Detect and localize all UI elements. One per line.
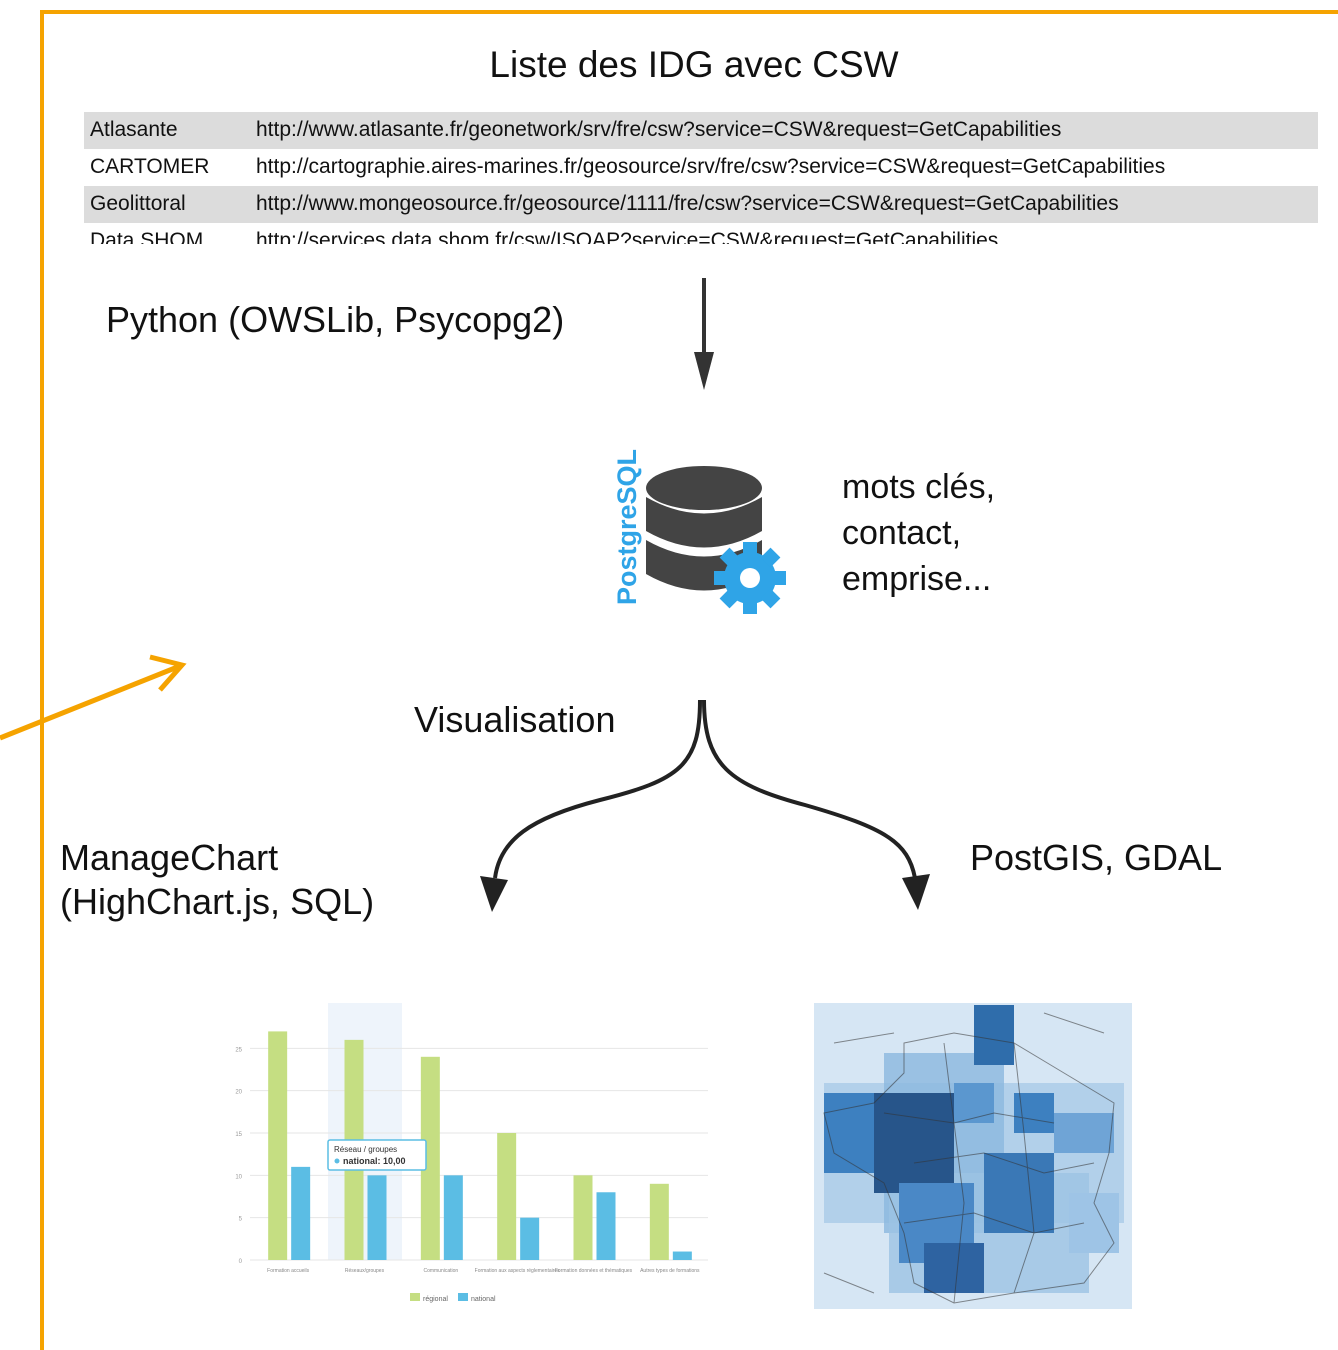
python-step-label: Python (OWSLib, Psycopg2): [106, 299, 565, 340]
x-category-label: Formation données et thématiques: [555, 1268, 633, 1274]
diagram-title: Liste des IDG avec CSW: [489, 44, 899, 85]
x-category-label: Formation aux aspects réglementaires: [475, 1268, 561, 1274]
down-arrow: [694, 278, 714, 390]
chart-legend: régional national: [410, 1293, 496, 1303]
y-tick-label: 20: [235, 1090, 242, 1096]
postgis-label: PostGIS, GDAL: [970, 837, 1223, 878]
visualisation-label: Visualisation: [414, 699, 616, 740]
y-tick-label: 0: [239, 1259, 243, 1265]
y-tick-label: 25: [235, 1047, 242, 1053]
bar-régional[interactable]: [497, 1133, 517, 1260]
postgresql-logo-text: PostgreSQL: [612, 449, 642, 605]
chart-highlight-band: [328, 1003, 402, 1260]
chart-tooltip: Réseau / groupes national: 10,00: [327, 1139, 427, 1171]
bar-national[interactable]: [672, 1251, 692, 1260]
bar-national[interactable]: [443, 1175, 463, 1260]
x-category-label: Communication: [423, 1268, 458, 1274]
x-category-label: Réseaux/groupes: [345, 1268, 385, 1274]
left-arrowhead: [480, 876, 508, 912]
bar-national[interactable]: [291, 1166, 311, 1260]
orange-pointer-arrow: [0, 654, 187, 741]
orange-frame: [40, 10, 1338, 1350]
tooltip-title: Réseau / groupes: [334, 1145, 397, 1154]
db-fields: mots clés, contact, emprise...: [842, 464, 995, 602]
x-category-label: Formation accueils: [267, 1268, 309, 1274]
bar-régional[interactable]: [268, 1031, 288, 1260]
y-tick-label: 5: [239, 1217, 243, 1223]
db-field-extent: emprise...: [842, 560, 992, 598]
y-tick-label: 10: [235, 1174, 242, 1180]
db-field-keywords: mots clés,: [842, 468, 996, 506]
gear-icon: [714, 542, 786, 614]
bar-national[interactable]: [520, 1217, 540, 1260]
legend-regional: régional: [423, 1296, 448, 1303]
y-tick-label: 15: [235, 1132, 242, 1138]
x-category-label: Autres types de formations: [640, 1268, 700, 1274]
bar-national[interactable]: [596, 1192, 616, 1260]
coverage-map: [814, 1003, 1132, 1309]
bar-régional[interactable]: [649, 1183, 669, 1260]
bar-national[interactable]: [367, 1175, 387, 1260]
bar-chart: 0 5 10 15 20 25 Formation accueils Réseaux/gro…: [235, 1003, 708, 1303]
db-field-contact: contact,: [842, 514, 962, 552]
legend-national: national: [471, 1296, 496, 1303]
map-boundaries: [823, 1012, 1115, 1304]
map-coverage-tiles: [824, 1005, 1124, 1293]
right-arrowhead: [902, 874, 930, 910]
bar-régional[interactable]: [573, 1175, 593, 1260]
tooltip-value: national: 10,00: [343, 1156, 406, 1166]
split-arrow: [493, 699, 917, 879]
managechart-label: ManageChart (HighChart.js, SQL): [60, 837, 375, 922]
bar-régional[interactable]: [420, 1056, 440, 1260]
